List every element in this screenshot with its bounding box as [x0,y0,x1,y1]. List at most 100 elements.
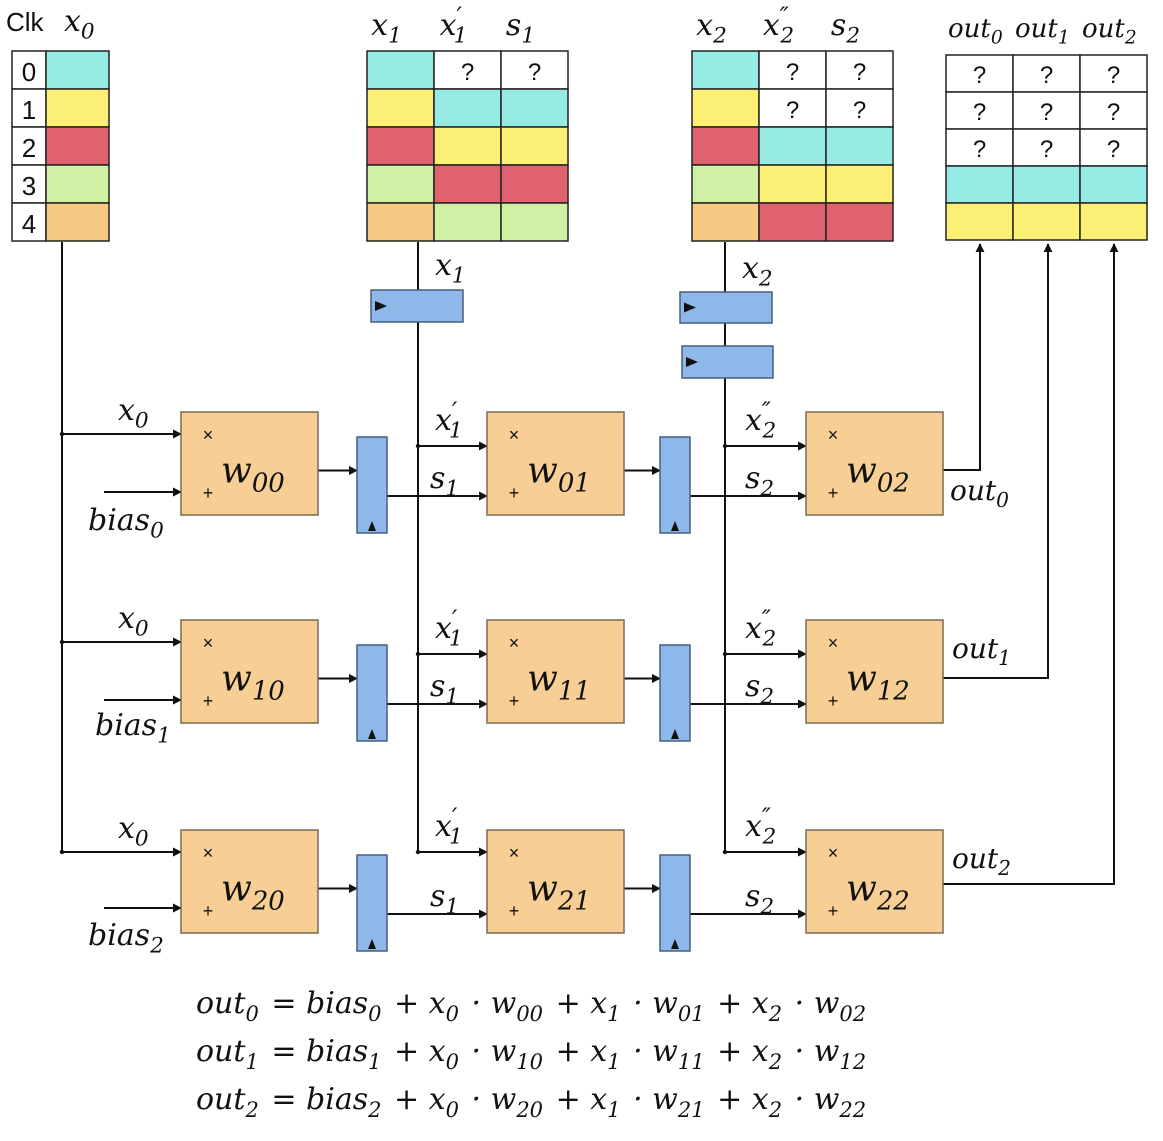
out1-wire [943,243,1053,679]
processing-element [486,411,625,516]
s1-label: s1 [430,879,459,920]
table-out-cell [1012,202,1081,241]
junction-dot [415,849,421,855]
add-symbol: + [203,483,214,503]
processing-element [180,619,319,724]
table-x1-cell [366,202,435,242]
weight-label: w10 [221,659,285,707]
junction-dot [415,443,421,449]
x0-input-label: x0 [118,811,149,852]
table-x2-cell [825,126,894,166]
unknown-value: ? [786,59,799,86]
table-out-header: out1 [1015,14,1070,49]
unknown-value: ? [1040,62,1053,89]
table-x1-header: s1 [506,8,535,49]
clk-index: 3 [22,171,36,201]
out0-wire [943,243,985,471]
weight-label: w02 [846,451,910,499]
table-out-header: out2 [1082,14,1137,49]
unknown-value: ? [973,62,986,89]
boxes [11,50,1148,952]
x2-dprime-label: x″2 [745,606,776,652]
out2-wire [943,243,1119,885]
weight-label: w20 [221,869,285,917]
delay-register [370,289,464,323]
clk-index: 4 [22,209,36,239]
clk-index: 2 [22,133,36,163]
stage-register [659,854,691,952]
x2-dprime-label: x″2 [745,804,776,850]
x0-data-cell [45,126,110,166]
unknown-value: ? [528,59,541,86]
unknown-value: ? [1040,99,1053,126]
table-out-cell [1079,91,1148,130]
unknown-value: ? [1107,99,1120,126]
clock-marker [375,301,387,311]
x0-data-cell [45,50,110,90]
unknown-value: ? [1107,62,1120,89]
add-symbol: + [509,901,520,921]
out1-label: out1 [952,632,1011,670]
add-symbol: + [203,691,214,711]
stage-register [356,436,388,534]
weight-label: w12 [846,659,910,707]
stage-register [356,854,388,952]
add-symbol: + [509,483,520,503]
out2-label: out2 [952,842,1011,880]
x1-label: x1 [435,248,466,289]
x0-input-label: x0 [118,601,149,642]
table-x2-header: x″2 [763,3,794,49]
unknown-value: ? [853,97,866,124]
s1-label: s1 [430,669,459,710]
unknown-value: ? [786,97,799,124]
clock-marker [368,521,376,531]
processing-element [486,829,625,934]
table-x1-cell [433,50,502,90]
mul-symbol: × [828,425,839,445]
processing-element [805,829,944,934]
delay-register [679,291,773,324]
processing-element [180,829,319,934]
weight-label: w21 [527,869,591,917]
clock-marker [671,729,679,739]
add-symbol: + [203,901,214,921]
table-x2-cell [825,164,894,204]
clock-marker [671,939,679,949]
mul-symbol: × [509,633,520,653]
clk-index-cell [11,126,47,166]
x2-dprime-label: x″2 [745,398,776,444]
bias-label: bias0 [88,503,164,544]
unknown-value: ? [973,136,986,163]
bias-label: bias2 [88,918,164,959]
mul-symbol: × [509,425,520,445]
table-out-cell [1012,91,1081,130]
weight-label: w01 [527,451,591,499]
table-x2-cell [691,126,760,166]
table-x2-cell [691,164,760,204]
table-out-cell [945,165,1014,204]
x0-data-cell [45,202,110,242]
x0-column-header: x0 [64,4,95,45]
table-out-header: out0 [948,14,1003,49]
table-x2-cell [825,88,894,128]
stage-register [659,644,691,742]
wires [59,242,1119,919]
mul-symbol: × [203,425,214,445]
x1-prime-label: x′1 [435,398,463,444]
table-x1-cell [366,164,435,204]
table-x2-cell [758,164,827,204]
table-x1-cell [433,126,502,166]
table-x1-cell [366,50,435,90]
clock-marker [684,302,696,313]
junction-dot [415,651,421,657]
unknown-value: ? [461,59,474,86]
table-x2-cell [758,202,827,242]
table-x2-header: s2 [831,8,860,49]
bias-label: bias1 [95,708,171,749]
junction-dot [59,639,65,645]
processing-element [180,411,319,516]
x0-data-cell [45,164,110,204]
table-x2-header: x2 [696,8,727,49]
junction-dot [722,651,728,657]
